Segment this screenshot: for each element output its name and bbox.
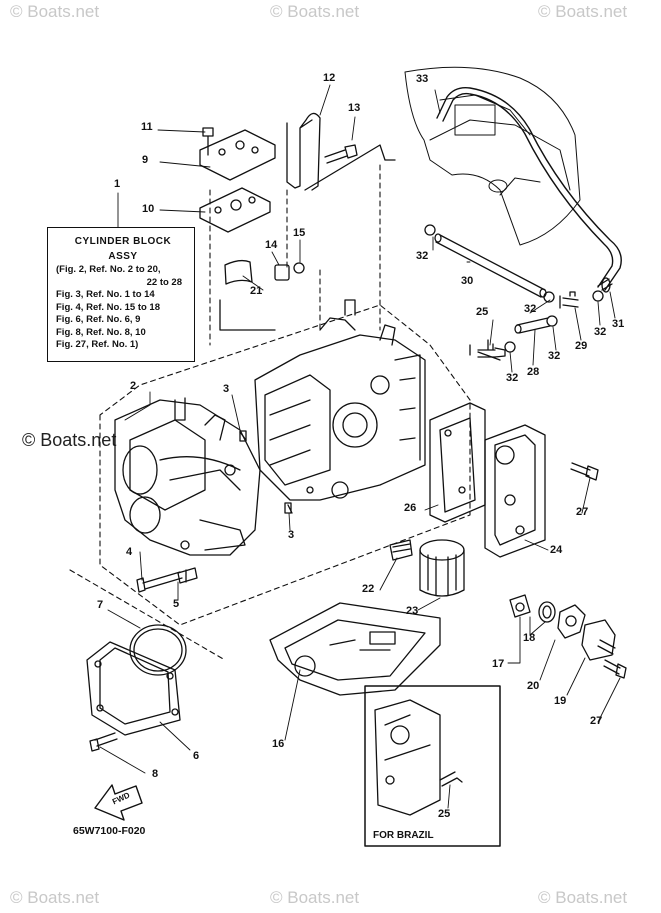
callout-number: 18: [523, 632, 536, 644]
callout-number: 29: [575, 340, 588, 352]
callout-number: 7: [97, 599, 104, 611]
watermark-bottom-left: © Boats.net: [10, 888, 100, 907]
callout-number: 30: [461, 275, 474, 287]
watermark-bottom-right: © Boats.net: [538, 888, 628, 907]
thermostat-drawing: [509, 594, 627, 679]
inset-callout-number: 25: [438, 808, 451, 820]
assembly-info-box: CYLINDER BLOCK ASSY (Fig. 2, Ref. No. 2 …: [47, 227, 195, 362]
callout-number: 25: [476, 306, 489, 318]
inset-label: FOR BRAZIL: [373, 830, 434, 841]
callout-number: 27: [590, 715, 603, 727]
callout-number: 3: [223, 383, 230, 395]
clamp-drawing: [424, 224, 604, 353]
cylinder-head-cover-drawing: [484, 424, 546, 558]
callout-number: 20: [527, 680, 540, 692]
fwd-arrow-drawing: [94, 784, 143, 821]
head-gasket-drawing: [429, 402, 486, 523]
info-box-line: Fig. 3, Ref. No. 1 to 14: [56, 289, 155, 300]
callout-number: 28: [527, 366, 540, 378]
base-gasket-drawing: [269, 602, 441, 696]
assembly-outline: [69, 164, 471, 661]
info-box-line: Fig. 27, Ref. No. 1): [56, 339, 139, 350]
callout-number: 27: [576, 506, 589, 518]
callout-number: 6: [193, 750, 200, 762]
callout-number: 3: [288, 529, 295, 541]
watermark-middle-left: © Boats.net: [22, 430, 117, 450]
callout-number: 21: [250, 285, 263, 297]
watermark-top-left: © Boats.net: [10, 2, 100, 21]
figure-code: 65W7100-F020: [73, 825, 146, 837]
sleeve-drawing: [224, 259, 253, 285]
callout-number: 4: [126, 546, 133, 558]
callout-number: 24: [550, 544, 563, 556]
info-box-line: 22 to 28: [146, 276, 182, 288]
callout-number: 1: [114, 178, 121, 190]
plate-gasket-drawing: [199, 187, 271, 233]
info-box-subtitle: ASSY: [108, 251, 138, 262]
callout-number: 12: [323, 72, 336, 84]
callout-number: 8: [152, 768, 159, 780]
callout-number: 15: [293, 227, 306, 239]
fitting-drawing: [389, 539, 413, 561]
cylinder-block-drawing: [254, 299, 426, 501]
watermark-bottom-center: © Boats.net: [270, 888, 360, 907]
callout-number: 17: [492, 658, 505, 670]
callout-number: 10: [142, 203, 155, 215]
callout-number: 22: [362, 583, 375, 595]
callout-number: 32: [416, 250, 429, 262]
hose-drawing: [436, 87, 622, 291]
callout-number: 14: [265, 239, 278, 251]
bracket-drawing: [286, 112, 321, 191]
info-box-line: Fig. 4, Ref. No. 15 to 18: [56, 301, 160, 313]
callout-number: 32: [524, 303, 537, 315]
callout-number: 32: [506, 372, 519, 384]
callout-number: 11: [141, 121, 153, 133]
callout-number: 32: [548, 350, 561, 362]
callout-number: 13: [348, 102, 361, 114]
callout-number: 5: [173, 598, 180, 610]
lower-cowling-drawing: [404, 66, 581, 246]
callout-number: 33: [416, 73, 429, 85]
info-box-line: Fig. 8, Ref. No. 8, 10: [56, 326, 146, 338]
callout-number: 2: [130, 380, 137, 392]
tube-drawing: [434, 233, 547, 298]
crankcase-drawing: [114, 397, 261, 556]
inset-frame: [364, 685, 501, 847]
filter-drawing: [419, 539, 465, 597]
cover-plate-drawing: [199, 129, 276, 181]
callout-number: 23: [406, 605, 419, 617]
leader-lines: [99, 84, 621, 809]
callout-number: 31: [612, 318, 625, 330]
info-box-line: (Fig. 2, Ref. No. 2 to 20,: [56, 264, 161, 275]
info-box-title: CYLINDER BLOCK: [74, 236, 172, 247]
watermark-top-center: © Boats.net: [270, 2, 360, 21]
info-box-line: Fig. 6, Ref. No. 6, 9: [56, 314, 141, 325]
exhaust-cover-drawing: [86, 624, 187, 736]
inset-drawing: [374, 699, 463, 816]
callout-number: 9: [142, 154, 149, 166]
callout-number: 16: [272, 738, 285, 750]
callout-number: 32: [594, 326, 607, 338]
watermark-top-right: © Boats.net: [538, 2, 628, 21]
callout-number: 26: [404, 502, 417, 514]
callout-number: 19: [554, 695, 567, 707]
